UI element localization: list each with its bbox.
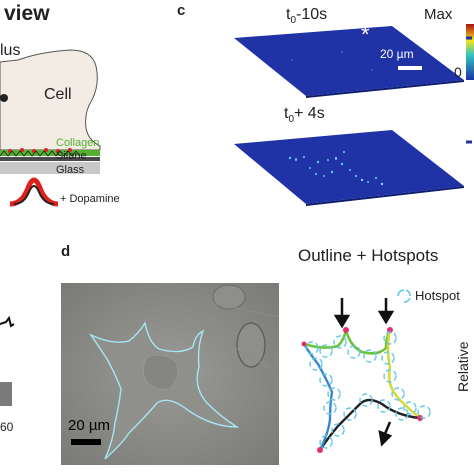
hotspot-specks xyxy=(288,150,384,186)
scale-bar-d xyxy=(71,439,101,445)
time-before-sub: 0 xyxy=(290,15,297,27)
time-before-label: t0-10s xyxy=(286,6,327,26)
heatmap-before xyxy=(234,26,464,98)
neighbor-cell-1 xyxy=(212,284,246,310)
hotspot-legend-label: Hotspot xyxy=(415,288,460,303)
heatmap-after xyxy=(234,130,464,206)
star-marker: * xyxy=(361,22,370,47)
cell-outline xyxy=(89,321,240,460)
inset-image-fragment xyxy=(0,382,12,406)
neighbor-cell-2 xyxy=(236,322,266,368)
silane-layer xyxy=(0,157,100,161)
collagen-label: Collagen xyxy=(56,137,100,149)
panel-a-title: view xyxy=(4,2,50,25)
colorbar-tick-marks xyxy=(466,36,472,144)
relative-axis-label: Relative xyxy=(455,341,471,392)
outline-yellow xyxy=(386,329,421,420)
hotspot-rings xyxy=(305,331,431,449)
panel-c-letter: c xyxy=(177,2,186,19)
hotspot-legend-icon xyxy=(397,289,411,303)
nucleus xyxy=(143,354,179,390)
collagen-zigzag xyxy=(0,150,81,157)
tip-markers xyxy=(301,327,423,453)
dopamine-icon xyxy=(9,177,59,207)
outline-hotspots-plot xyxy=(301,298,431,453)
silane-label: Silane xyxy=(56,150,87,162)
scale-bar-c-label: 20 µm xyxy=(380,47,414,61)
dopamine-label: + Dopamine xyxy=(60,193,120,205)
scale-bar-c xyxy=(398,66,422,70)
heatmap-after-plane xyxy=(234,130,464,204)
cell-body-shape xyxy=(0,49,101,151)
colorbar xyxy=(466,24,474,80)
heatmap-before-plane xyxy=(234,26,464,96)
hotspot-specks-bright xyxy=(295,158,383,185)
time-after-t: t xyxy=(284,105,289,122)
cell-schematic xyxy=(0,49,101,207)
panel-b-fragment xyxy=(0,315,15,406)
scale-bar-d-label: 20 µm xyxy=(68,417,110,434)
outline-green xyxy=(303,329,392,355)
time-after-label: t0+ 4s xyxy=(284,105,325,125)
time-after-suffix: + 4s xyxy=(294,105,325,122)
colorbar-max-label: Max xyxy=(424,6,453,23)
micrograph xyxy=(61,283,280,465)
cell-label: Cell xyxy=(44,86,72,103)
outline-blue xyxy=(302,343,334,451)
arrow-icons xyxy=(333,298,395,447)
time-before-suffix: -10s xyxy=(296,6,328,23)
colorbar-zero-label: 0 xyxy=(454,64,462,80)
panel-d-letter: d xyxy=(61,243,71,260)
panel-b-tick-label: 60 xyxy=(0,420,14,434)
black-trace-fragment xyxy=(0,315,15,328)
time-after-sub: 0 xyxy=(288,114,295,126)
stimulus-label: lus xyxy=(0,42,21,59)
glass-layer xyxy=(0,162,100,174)
noise-specks-before xyxy=(291,51,373,71)
panel-d-title: Outline + Hotspots xyxy=(298,246,439,265)
fiber-lines xyxy=(180,302,280,374)
time-before-t: t xyxy=(286,6,291,23)
glass-label: Glass xyxy=(56,164,85,176)
outline-dark xyxy=(319,398,421,451)
